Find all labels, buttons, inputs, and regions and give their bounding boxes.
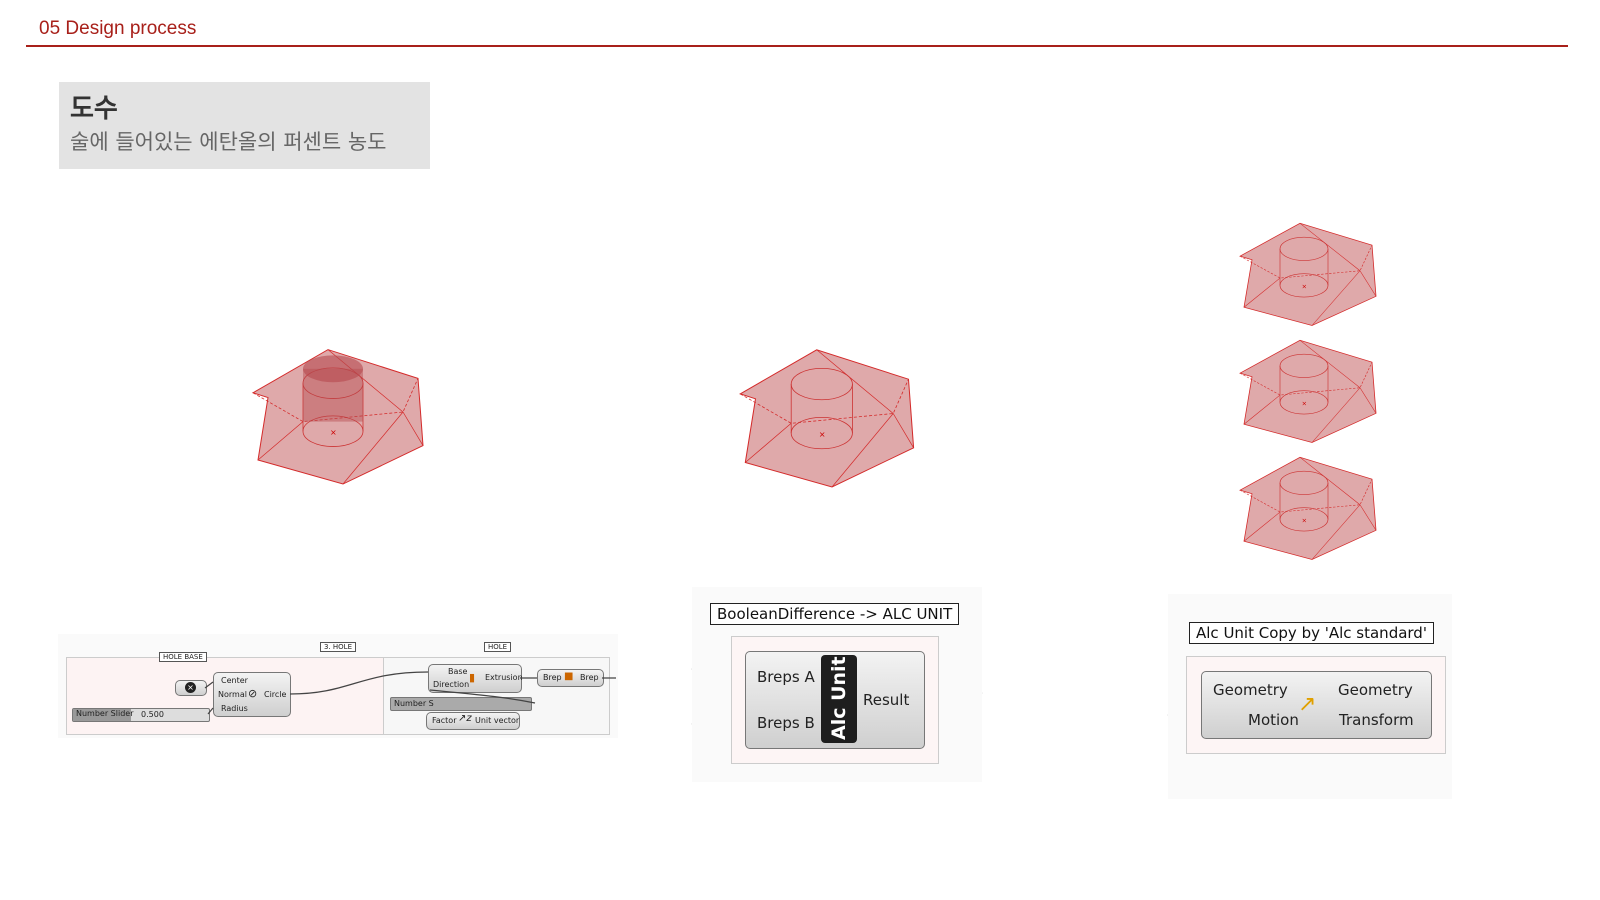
component-name-bar: Alc Unit — [821, 655, 857, 743]
input-brep: Brep — [543, 673, 562, 682]
transform-component[interactable]: Geometry Motion ↗ Geometry Transform — [1201, 671, 1432, 739]
info-subtitle: 술에 들어있는 에탄올의 퍼센트 농도 — [70, 130, 387, 154]
alc-unit-copy-render-3 — [1239, 456, 1377, 560]
tag-hole-base: HOLE BASE — [159, 652, 207, 662]
input-normal: Normal — [218, 690, 247, 699]
output-extrusion: Extrusion — [485, 673, 523, 682]
info-box: 도수 술에 들어있는 에탄올의 퍼센트 농도 — [59, 82, 430, 169]
output-geometry: Geometry — [1338, 681, 1413, 699]
tag-boolean-difference: BooleanDifference -> ALC UNIT — [710, 603, 960, 625]
plane-icon: × — [185, 682, 196, 693]
output-transform: Transform — [1339, 711, 1414, 729]
slider-2-label: Number S — [394, 699, 434, 708]
number-slider-2[interactable]: Number S — [390, 697, 532, 711]
output-brep: Brep — [580, 673, 599, 682]
input-center: Center — [221, 676, 248, 685]
slider-value: 0.500 — [141, 710, 164, 719]
header-divider — [26, 45, 1568, 47]
input-base: Base — [448, 667, 468, 676]
input-breps-b: Breps B — [757, 714, 815, 732]
hole-base-render — [252, 349, 424, 485]
unit-vector-icon: ↗z — [458, 713, 472, 724]
move-icon: ↗ — [1298, 692, 1317, 717]
output-circle: Circle — [264, 690, 287, 699]
slider-label: Number Slider — [73, 709, 134, 721]
input-geometry: Geometry — [1213, 681, 1288, 699]
info-title: 도수 — [70, 94, 118, 124]
alc-unit-copy-render-2 — [1239, 339, 1377, 443]
alc-unit-render — [739, 349, 915, 488]
output-unit-vector: Unit vector — [475, 716, 520, 725]
extrusion-component[interactable]: Base Direction ▮ Extrusion — [428, 664, 523, 693]
brep-component[interactable]: Brep ■ Brep — [537, 669, 604, 687]
circle-icon: ⊘ — [248, 687, 258, 700]
tag-hole: HOLE — [484, 642, 512, 652]
alc-unit-component[interactable]: Breps A Breps B Alc Unit Result — [745, 651, 925, 749]
brep-icon: ■ — [564, 671, 574, 682]
input-breps-a: Breps A — [757, 668, 815, 686]
tag-3-hole: 3. HOLE — [320, 642, 356, 652]
component-name: Alc Unit — [828, 656, 850, 740]
input-direction: Direction — [433, 680, 470, 689]
input-factor: Factor — [432, 716, 457, 725]
output-result: Result — [863, 691, 910, 709]
input-radius: Radius — [221, 704, 248, 713]
number-slider[interactable]: Number Slider 0.500 — [72, 708, 210, 722]
extrusion-icon: ▮ — [469, 671, 476, 684]
tag-alc-unit-copy: Alc Unit Copy by 'Alc standard' — [1189, 622, 1434, 644]
page-header-title: 05 Design process — [39, 18, 197, 39]
circle-component[interactable]: Center Normal Radius ⊘ Circle — [213, 672, 291, 717]
unit-vector-component[interactable]: Factor ↗z Unit vector — [426, 712, 520, 730]
xy-plane-component[interactable]: × — [175, 680, 207, 696]
input-motion: Motion — [1248, 711, 1299, 729]
alc-unit-copy-render-1 — [1239, 222, 1377, 326]
